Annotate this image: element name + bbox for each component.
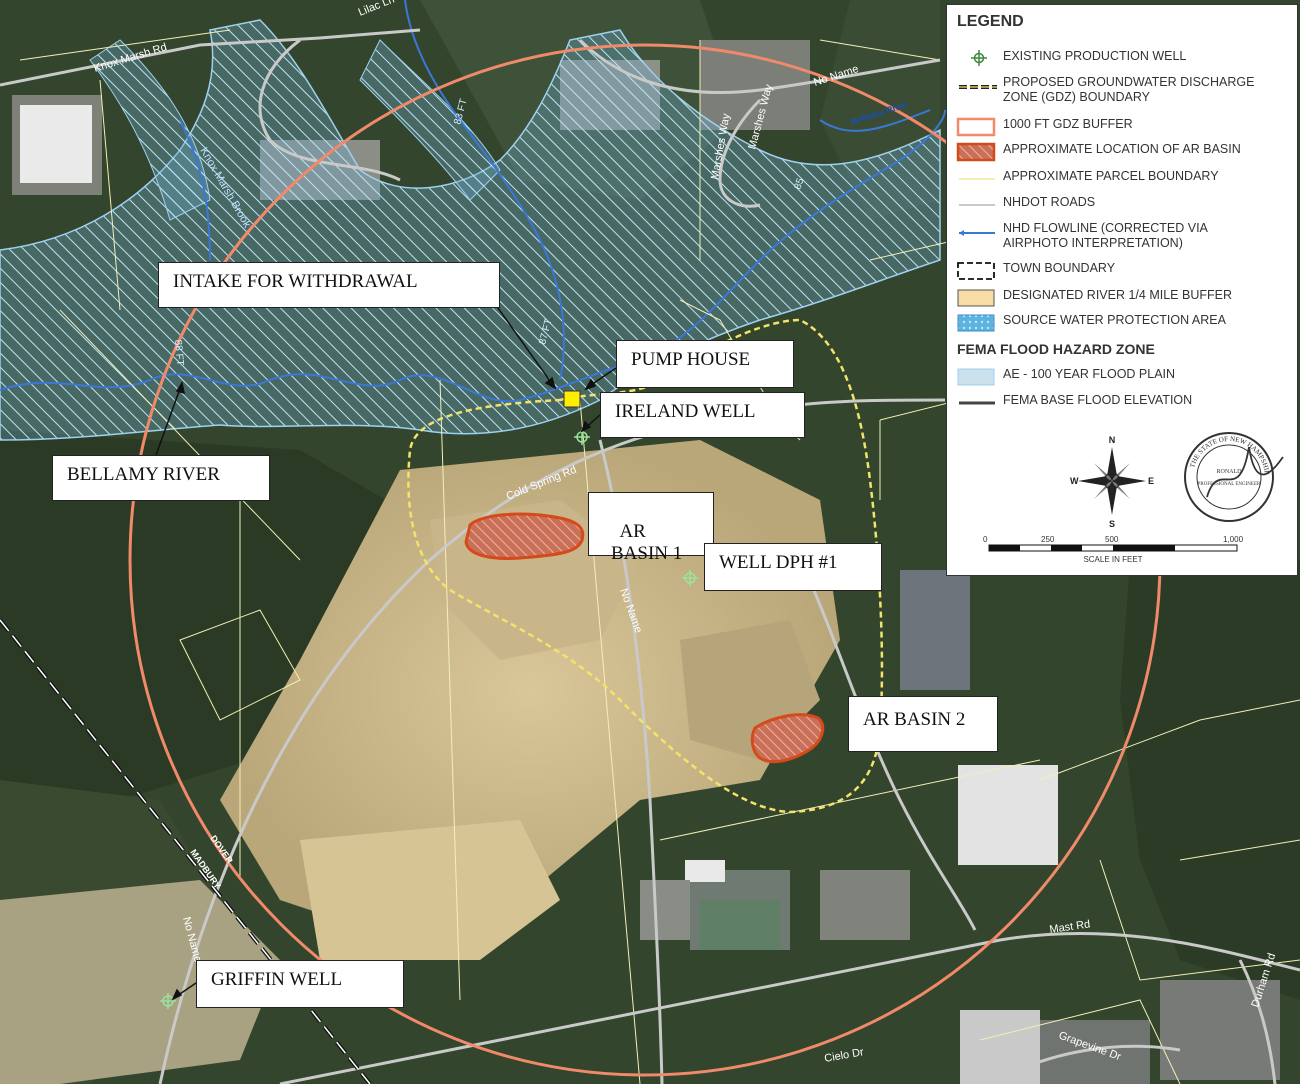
callout-well-dph1-text: WELL DPH #1 bbox=[719, 552, 838, 573]
production-well-icon bbox=[971, 50, 987, 66]
scale-unit: SCALE IN FEET bbox=[1083, 555, 1143, 564]
compass-e: E bbox=[1148, 476, 1154, 486]
legend-label: FEMA BASE FLOOD ELEVATION bbox=[1003, 393, 1193, 407]
legend-label: DESIGNATED RIVER 1/4 MILE BUFFER bbox=[1003, 288, 1232, 302]
elevation-label-85: 85 bbox=[792, 176, 806, 191]
nhd-flowlines bbox=[0, 0, 946, 403]
building-roof bbox=[700, 900, 780, 950]
callout-ireland-well: IRELAND WELL bbox=[600, 392, 805, 438]
pump-house-marker bbox=[563, 390, 581, 408]
ar-basin-icon bbox=[956, 142, 996, 162]
bfe-line-icon bbox=[959, 401, 995, 405]
callout-pump-house: PUMP HOUSE bbox=[616, 340, 794, 388]
scale-tick-0: 0 bbox=[983, 535, 988, 544]
elevation-label-88: 88 FT bbox=[172, 339, 185, 366]
callout-intake-text: INTAKE FOR WITHDRAWAL bbox=[173, 271, 418, 292]
sand-pit bbox=[0, 440, 840, 1084]
flood-plain bbox=[0, 19, 941, 441]
legend-item-swpa: SOURCE WATER PROTECTION AREA bbox=[955, 313, 1291, 333]
flowline-icon bbox=[959, 230, 995, 236]
scale-tick-250: 250 bbox=[1041, 535, 1055, 544]
callout-ireland-well-text: IRELAND WELL bbox=[615, 401, 756, 422]
gdz-boundary-icon bbox=[959, 85, 997, 89]
parcel-boundaries bbox=[19, 29, 1300, 1084]
legend-item-parcel: APPROXIMATE PARCEL BOUNDARY bbox=[955, 169, 1291, 189]
ar-basin-2-shape bbox=[750, 713, 825, 764]
callout-intake: INTAKE FOR WITHDRAWAL bbox=[158, 262, 500, 308]
swpa-icon bbox=[957, 314, 995, 332]
legend-item-ar-basin: APPROXIMATE LOCATION OF AR BASIN bbox=[955, 142, 1291, 162]
scale-tick-1000: 1,000 bbox=[1223, 535, 1244, 544]
legend-title: LEGEND bbox=[957, 13, 1024, 30]
legend-label: APPROXIMATE PARCEL BOUNDARY bbox=[1003, 169, 1219, 183]
building-roof bbox=[20, 105, 92, 183]
legend-item-bfe: FEMA BASE FLOOD ELEVATION bbox=[955, 393, 1291, 413]
road-label-mast: Mast Rd bbox=[1049, 918, 1091, 936]
seal-name: RONALD bbox=[1217, 469, 1243, 475]
callout-bellamy-river-text: BELLAMY RIVER bbox=[67, 464, 220, 485]
north-arrow-compass: N S E W bbox=[1070, 435, 1154, 529]
legend-item-gdz-boundary: PROPOSED GROUNDWATER DISCHARGE ZONE (GDZ… bbox=[955, 75, 1291, 109]
legend-label: TOWN BOUNDARY bbox=[1003, 261, 1116, 275]
parcel-boundary-icon bbox=[959, 178, 995, 180]
legend-label: EXISTING PRODUCTION WELL bbox=[1003, 49, 1187, 63]
legend-item-flowline: NHD FLOWLINE (CORRECTED VIA AIRPHOTO INT… bbox=[955, 221, 1291, 255]
well-marker-griffin bbox=[160, 993, 176, 1009]
building-roof bbox=[900, 570, 970, 690]
callout-ar-basin-2: AR BASIN 2 bbox=[848, 696, 998, 752]
professional-engineer-seal: THE STATE OF NEW HAMPSHIRE RONALD PROFES… bbox=[1179, 427, 1284, 522]
scale-tick-500: 500 bbox=[1105, 535, 1119, 544]
legend-item-nhdot-roads: NHDOT ROADS bbox=[955, 195, 1291, 215]
legend-label: NHDOT ROADS bbox=[1003, 195, 1096, 209]
scale-bar-graphic bbox=[988, 544, 1238, 552]
seal-role: PROFESSIONAL ENGINEER bbox=[1198, 482, 1261, 487]
callout-ar-basin-2-text: AR BASIN 2 bbox=[863, 709, 966, 730]
legend-item-production-well: EXISTING PRODUCTION WELL bbox=[955, 49, 1291, 69]
gdz-buffer-icon bbox=[956, 117, 996, 137]
well-marker-dph1 bbox=[682, 570, 698, 586]
signature-scribble bbox=[1206, 446, 1284, 498]
compass-w: W bbox=[1070, 476, 1079, 486]
designated-river-buffer-icon bbox=[957, 289, 995, 307]
map-legend: LEGEND EXISTING PRODUCTION WELL PROPOSED… bbox=[946, 4, 1298, 576]
legend-label: AE - 100 YEAR FLOOD PLAIN bbox=[1003, 367, 1176, 381]
legend-fema-title: FEMA FLOOD HAZARD ZONE bbox=[957, 341, 1155, 357]
legend-label: 1000 FT GDZ BUFFER bbox=[1003, 117, 1133, 131]
legend-label: PROPOSED GROUNDWATER DISCHARGE ZONE (GDZ… bbox=[1003, 75, 1255, 104]
callout-ar-basin-1: AR BASIN 1 bbox=[588, 492, 714, 564]
nhdot-road-icon bbox=[959, 204, 995, 206]
compass-icon bbox=[1078, 447, 1146, 515]
callout-well-dph1: WELL DPH #1 bbox=[704, 543, 882, 591]
building-roof bbox=[958, 765, 1058, 865]
flood-plain-icon bbox=[957, 368, 995, 386]
legend-label: SOURCE WATER PROTECTION AREA bbox=[1003, 313, 1226, 327]
callout-griffin-well-text: GRIFFIN WELL bbox=[211, 969, 343, 990]
gdz-boundary bbox=[407, 318, 884, 814]
legend-item-designated-river: DESIGNATED RIVER 1/4 MILE BUFFER bbox=[955, 288, 1291, 308]
town-boundary-icon bbox=[957, 262, 995, 280]
legend-item-town-boundary: TOWN BOUNDARY bbox=[955, 261, 1291, 281]
ar-basin-1-shape bbox=[464, 512, 585, 560]
legend-item-flood-plain: AE - 100 YEAR FLOOD PLAIN bbox=[955, 367, 1291, 387]
compass-s: S bbox=[1109, 519, 1115, 529]
callout-leaders bbox=[154, 307, 617, 1001]
callout-ar-basin-1-text: AR BASIN 1 bbox=[611, 520, 683, 564]
legend-item-gdz-buffer: 1000 FT GDZ BUFFER bbox=[955, 117, 1291, 137]
legend-label: APPROXIMATE LOCATION OF AR BASIN bbox=[1003, 142, 1241, 156]
scale-bar: 0 250 500 1,000 SCALE IN FEET bbox=[983, 535, 1253, 569]
callout-griffin-well: GRIFFIN WELL bbox=[196, 960, 404, 1008]
callout-bellamy-river: BELLAMY RIVER bbox=[52, 455, 270, 501]
legend-label: NHD FLOWLINE (CORRECTED VIA AIRPHOTO INT… bbox=[1003, 221, 1208, 250]
compass-n: N bbox=[1109, 435, 1116, 445]
callout-pump-house-text: PUMP HOUSE bbox=[631, 349, 751, 370]
